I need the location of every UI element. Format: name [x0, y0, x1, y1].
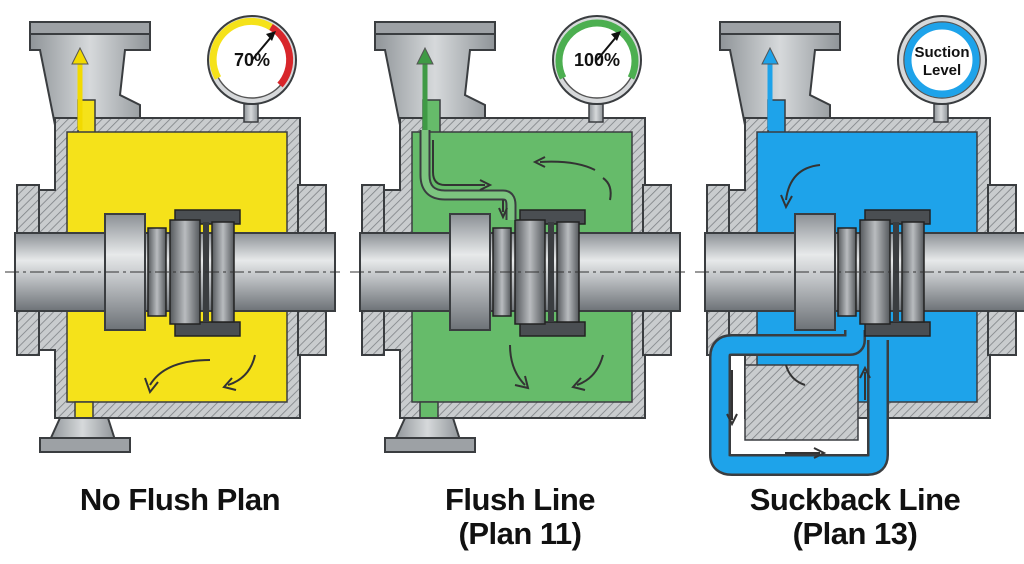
- panel-suckback-line: Suction Level: [695, 15, 1024, 476]
- discharge-nozzle: [719, 21, 841, 126]
- caption-suckback-line: Suckback Line (Plan 13): [720, 483, 990, 551]
- pressure-gauge: 100%: [552, 15, 642, 123]
- caption-no-flush-plan: No Flush Plan: [70, 483, 290, 517]
- caption-flush-line: Flush Line (Plan 11): [410, 483, 630, 551]
- pressure-gauge: Suction Level: [897, 15, 987, 123]
- gauge-arc-high: [269, 23, 294, 88]
- gauge-label-line1: Suction: [915, 44, 970, 61]
- flow-arrows: [71, 46, 256, 395]
- gauge-ring: [904, 22, 980, 98]
- discharge-nozzle: [29, 21, 151, 126]
- caption-line1: Flush Line: [445, 482, 596, 517]
- caption-line1: Suckback Line: [749, 482, 961, 517]
- suction-nozzle: [384, 417, 476, 453]
- pressure-gauge: 70%: [207, 15, 297, 123]
- caption-line2: (Plan 11): [458, 516, 583, 551]
- panel-flush-line: 100%: [350, 15, 685, 453]
- gauge-arc-normal: [209, 17, 273, 80]
- suction-nozzle: [39, 417, 131, 453]
- suckback-line: [709, 330, 889, 476]
- flow-arrows: [416, 46, 612, 391]
- gauge-label-line2: Level: [923, 62, 961, 79]
- caption-line1: No Flush Plan: [79, 482, 281, 517]
- panel-no-flush: 70%: [5, 15, 340, 453]
- gauge-reading: 70%: [234, 50, 270, 70]
- flow-arrows: [726, 46, 871, 459]
- gauge-arc: [555, 19, 639, 80]
- discharge-nozzle: [374, 21, 496, 126]
- caption-line2: (Plan 13): [792, 516, 918, 551]
- gauge-reading: 100%: [574, 50, 620, 70]
